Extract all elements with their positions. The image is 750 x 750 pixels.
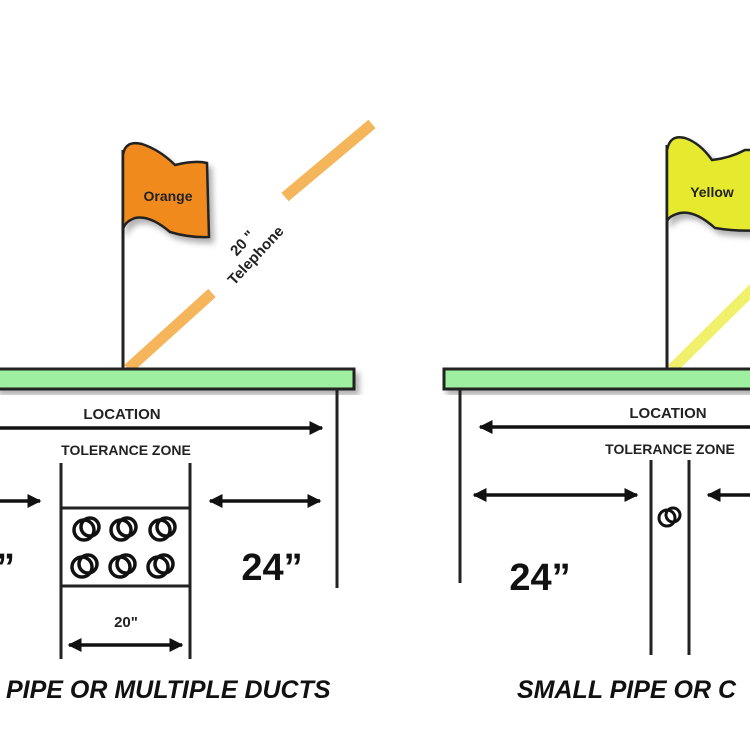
clearance-label-partial: ”	[0, 547, 15, 589]
location-label: LOCATION	[629, 405, 706, 422]
utility-line-segment	[668, 284, 750, 373]
ground-surface	[442, 367, 750, 391]
tolerance-zone-label: TOLERANCE ZONE	[605, 441, 735, 457]
location-label: LOCATION	[83, 406, 160, 423]
orange-flag-icon	[121, 141, 211, 239]
left-panel: 20 " Telephone Orange LOCATION TOLERANCE…	[0, 119, 376, 704]
right-panel: Yellow LOCATION TOLERANCE ZONE 24” SMALL…	[442, 136, 750, 704]
tolerance-zone-label: TOLERANCE ZONE	[61, 442, 191, 458]
flag-label: Orange	[143, 188, 192, 204]
ground-surface	[0, 367, 356, 391]
telephone-line-segment	[281, 119, 376, 202]
telephone-line-segment	[124, 288, 216, 374]
pipe-icon	[657, 506, 682, 528]
flag-label: Yellow	[690, 184, 734, 200]
clearance-label: 24”	[241, 547, 302, 589]
caption: SMALL PIPE OR C	[517, 676, 737, 704]
duct-bank-width-label: 20"	[114, 614, 138, 631]
yellow-flag-icon	[665, 136, 750, 232]
clearance-label: 24”	[509, 557, 570, 599]
caption: PIPE OR MULTIPLE DUCTS	[6, 676, 331, 704]
telephone-line-label: 20 " Telephone	[225, 223, 288, 289]
duct-icons	[70, 516, 177, 579]
line-type-label: Telephone	[225, 223, 288, 289]
